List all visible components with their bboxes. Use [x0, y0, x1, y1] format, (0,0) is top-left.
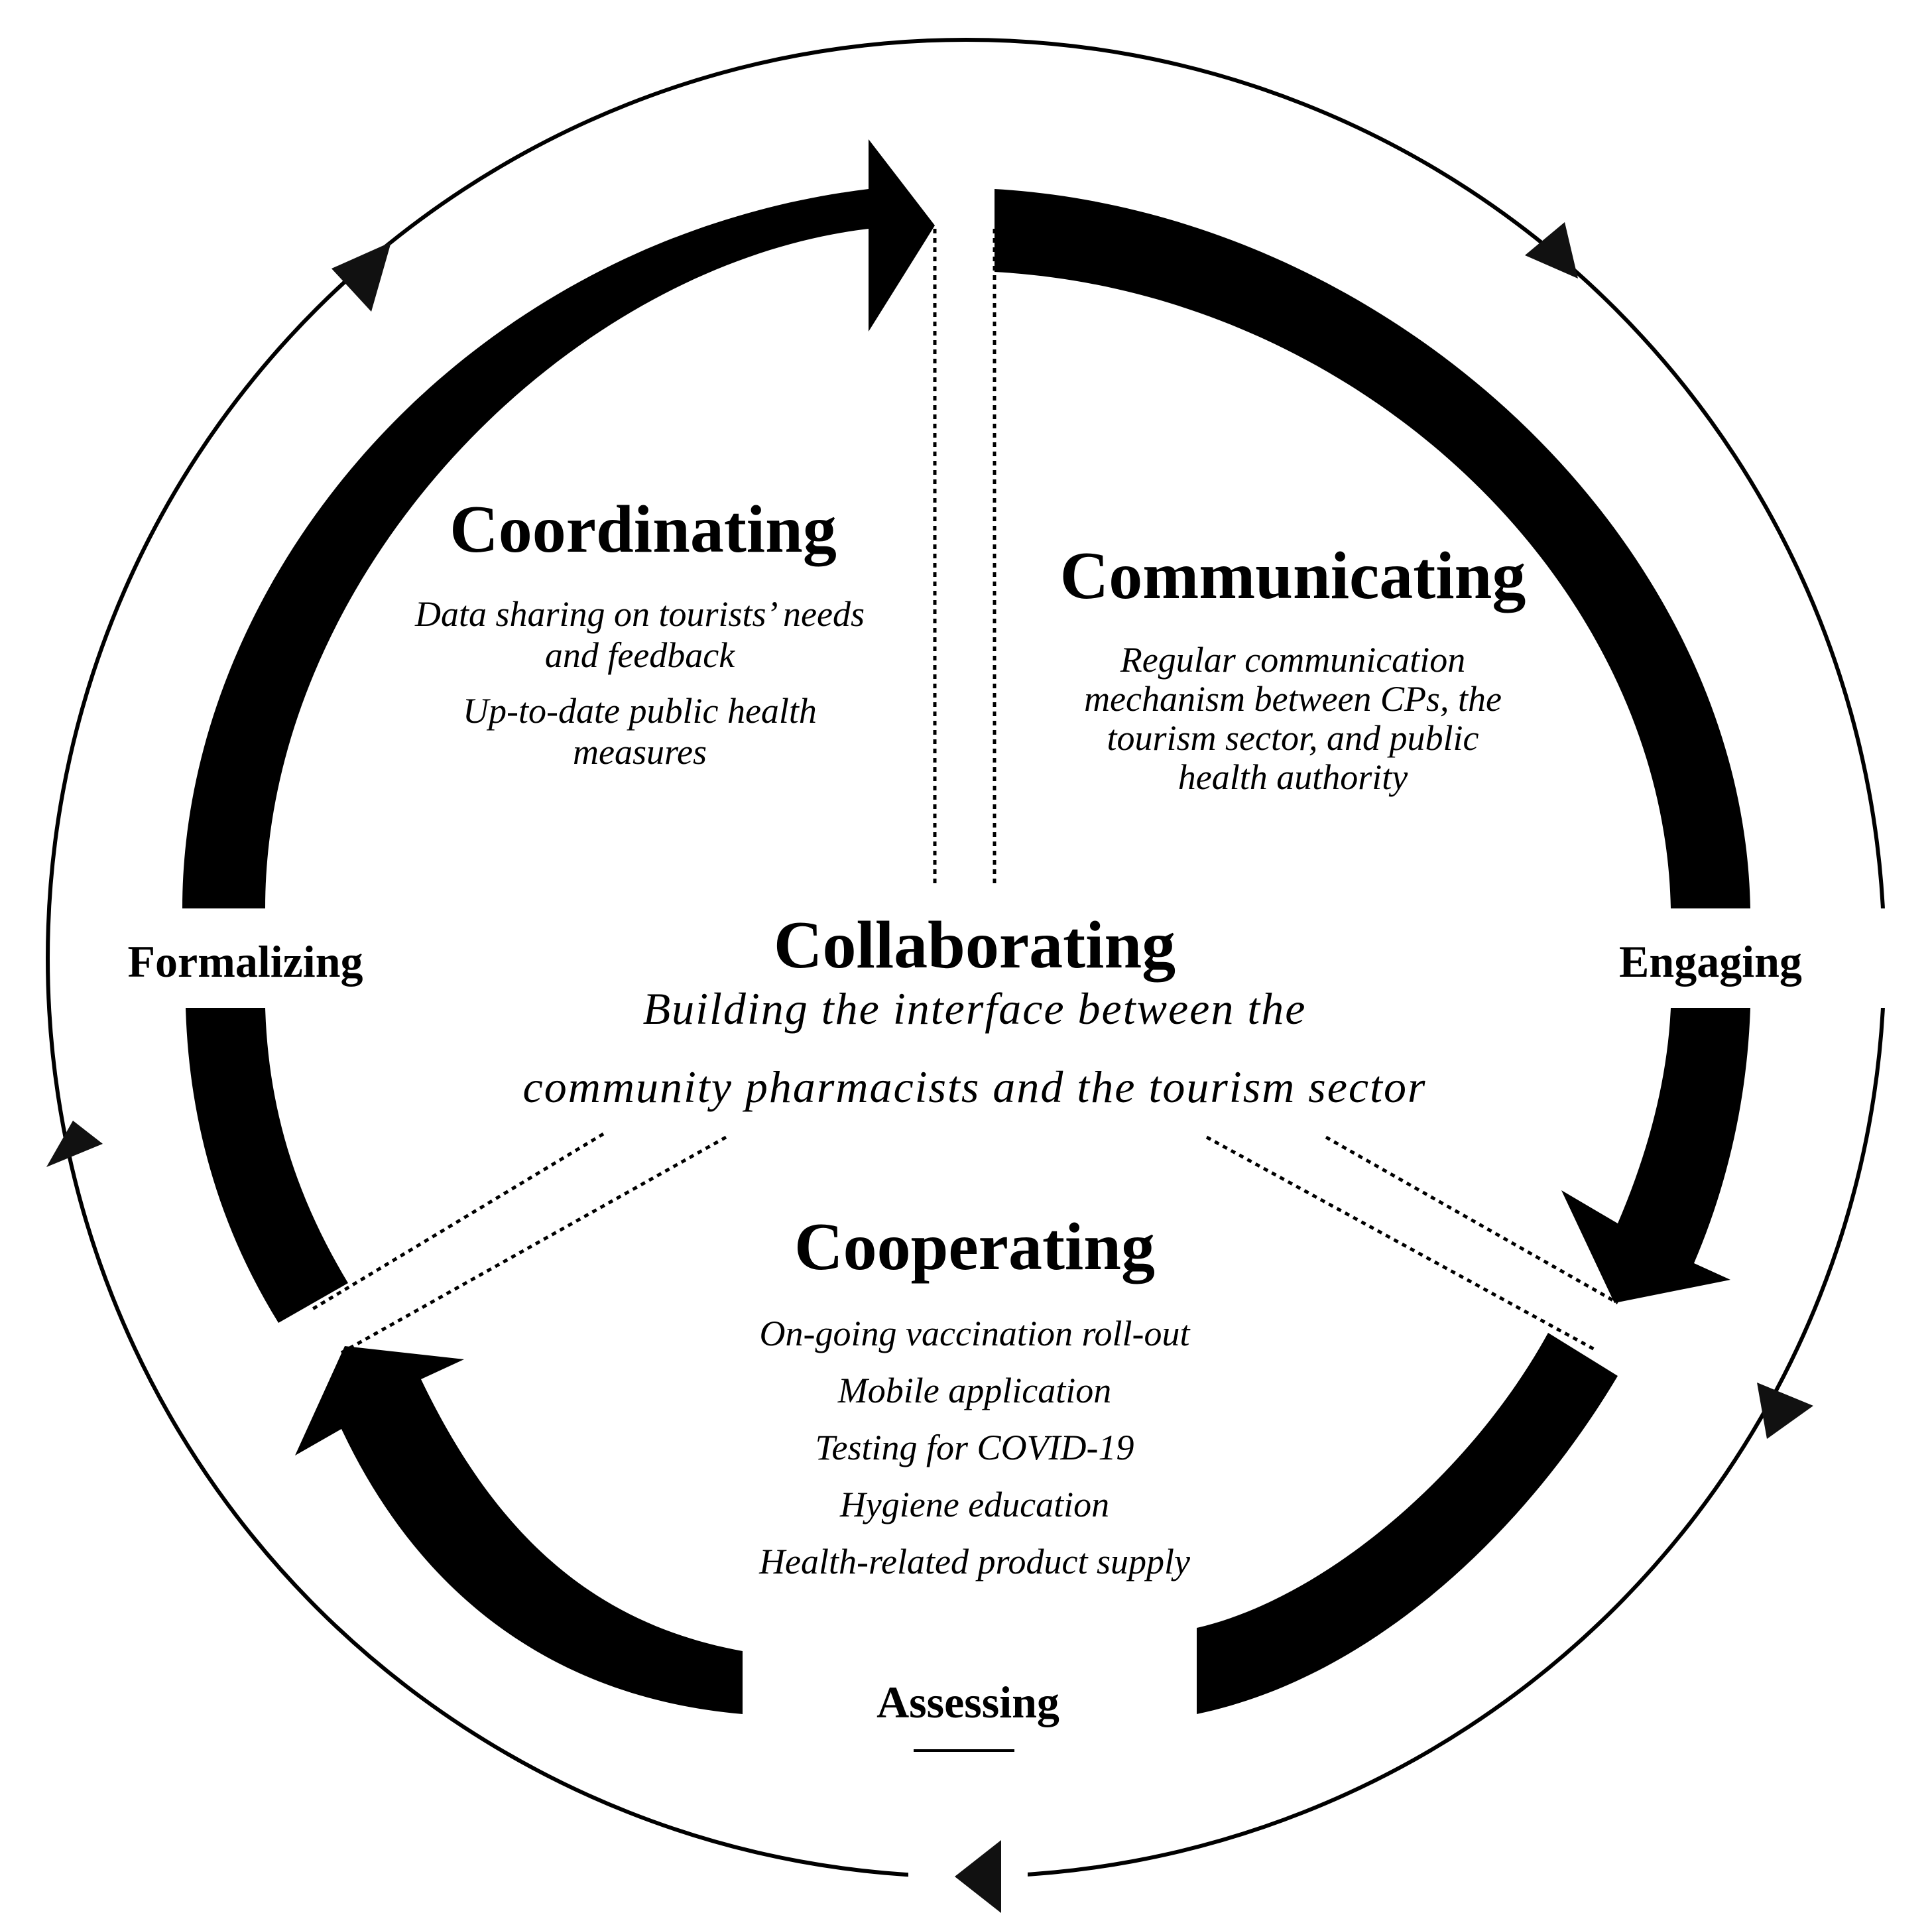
thick-arrow-communicating [995, 189, 1750, 908]
coordinating-item-1-line-2: and feedback [544, 635, 735, 675]
separator-right-1 [1205, 1135, 1596, 1351]
cooperating-title: Cooperating [794, 1209, 1155, 1284]
communicating-line-3: tourism sector, and public [1107, 718, 1479, 758]
cooperating-item-4: Hygiene education [839, 1485, 1110, 1524]
communicating-line-1: Regular communication [1120, 640, 1466, 680]
outer-ring-gap-right [1870, 908, 1909, 1008]
communicating-line-4: health authority [1177, 757, 1408, 797]
thick-arrow-formalizing-left [186, 1008, 348, 1323]
cooperating-item-5: Health-related product supply [759, 1542, 1190, 1581]
collaborating-title: Collaborating [773, 908, 1176, 983]
thick-arrow-engaging [1561, 1008, 1750, 1303]
collaborating-subtitle-line-2: community pharmacists and the tourism se… [522, 1062, 1427, 1112]
dotted-separators [310, 229, 1619, 1355]
separator-left-2 [340, 1135, 727, 1355]
outer-arrowhead-bottom [955, 1840, 1001, 1913]
thick-arrow-assessing-right [1197, 1333, 1618, 1714]
coordinating-title: Coordinating [450, 492, 837, 567]
cooperating-item-1: On-going vaccination roll-out [759, 1314, 1190, 1353]
outer-arrowhead-right [1757, 1383, 1813, 1439]
coordinating-items: Data sharing on tourists’ needs and feed… [378, 593, 902, 773]
collaborating-subtitle: Building the interface between the commu… [424, 969, 1525, 1126]
communicating-lines: Regular communication mechanism between … [1041, 641, 1545, 797]
outer-arrowhead-top-right [1525, 222, 1578, 278]
cooperating-item-2: Mobile application [837, 1371, 1112, 1410]
collaborating-subtitle-line-1: Building the interface between the [642, 983, 1307, 1034]
thick-arrow-cooperating [295, 1346, 743, 1714]
coordinating-item-2-line-2: measures [573, 732, 707, 772]
coordinating-item-2-line-1: Up-to-date public health [463, 691, 817, 731]
thick-arrow-coordinating [182, 139, 935, 908]
separator-left-1 [310, 1132, 605, 1312]
label-assessing: Assessing [876, 1677, 1059, 1727]
cooperating-item-3: Testing for COVID-19 [815, 1428, 1134, 1467]
label-engaging: Engaging [1619, 936, 1802, 987]
label-formalizing: Formalizing [127, 936, 363, 987]
cooperating-items: On-going vaccination roll-out Mobile app… [696, 1305, 1253, 1590]
communicating-title: Communicating [1059, 538, 1526, 613]
outer-arrowhead-top-left [332, 242, 391, 312]
communicating-line-2: mechanism between CPs, the [1084, 679, 1502, 719]
coordinating-item-1-line-1: Data sharing on tourists’ needs [414, 594, 865, 634]
separator-right-2 [1325, 1135, 1619, 1305]
outer-arrowhead-left [46, 1121, 103, 1167]
